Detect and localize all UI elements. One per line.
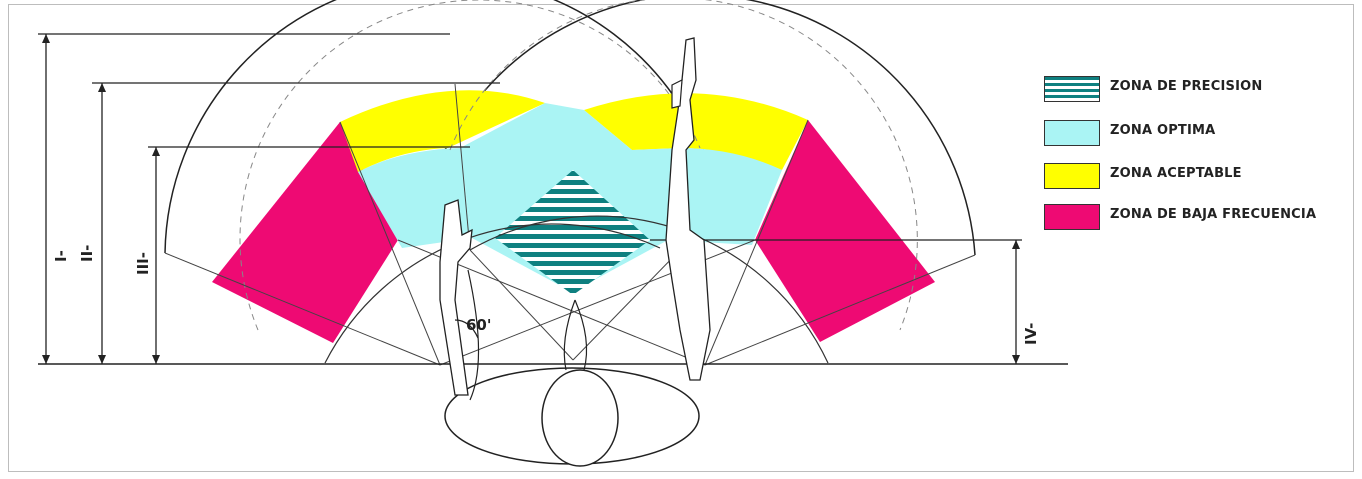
dimension-label-3: III- [134,252,152,275]
legend-item-acceptable: ZONA ACEPTABLE [1044,163,1359,197]
legend-swatch-low-frequency [1044,204,1100,230]
legend-item-optimal: ZONA OPTIMA [1044,120,1359,154]
legend-label-optimal: ZONA OPTIMA [1110,123,1215,138]
legend-label-precision: ZONA DE PRECISION [1110,79,1262,94]
angle-label: 60' [466,316,491,334]
legend-swatch-precision [1044,76,1100,102]
legend-label-acceptable: ZONA ACEPTABLE [1110,166,1242,181]
legend-swatch-optimal [1044,120,1100,146]
head-outline [542,370,618,466]
right-hand [672,80,682,108]
dimension-label-4: IV- [1022,323,1040,345]
dimension-label-1: I- [52,250,70,262]
legend-label-low-frequency: ZONA DE BAJA FRECUENCIA [1110,207,1316,222]
legend-item-precision: ZONA DE PRECISION [1044,76,1359,110]
dimension-label-2: II- [78,245,96,262]
legend-item-low-frequency: ZONA DE BAJA FRECUENCIA [1044,204,1359,238]
legend-swatch-acceptable [1044,163,1100,189]
